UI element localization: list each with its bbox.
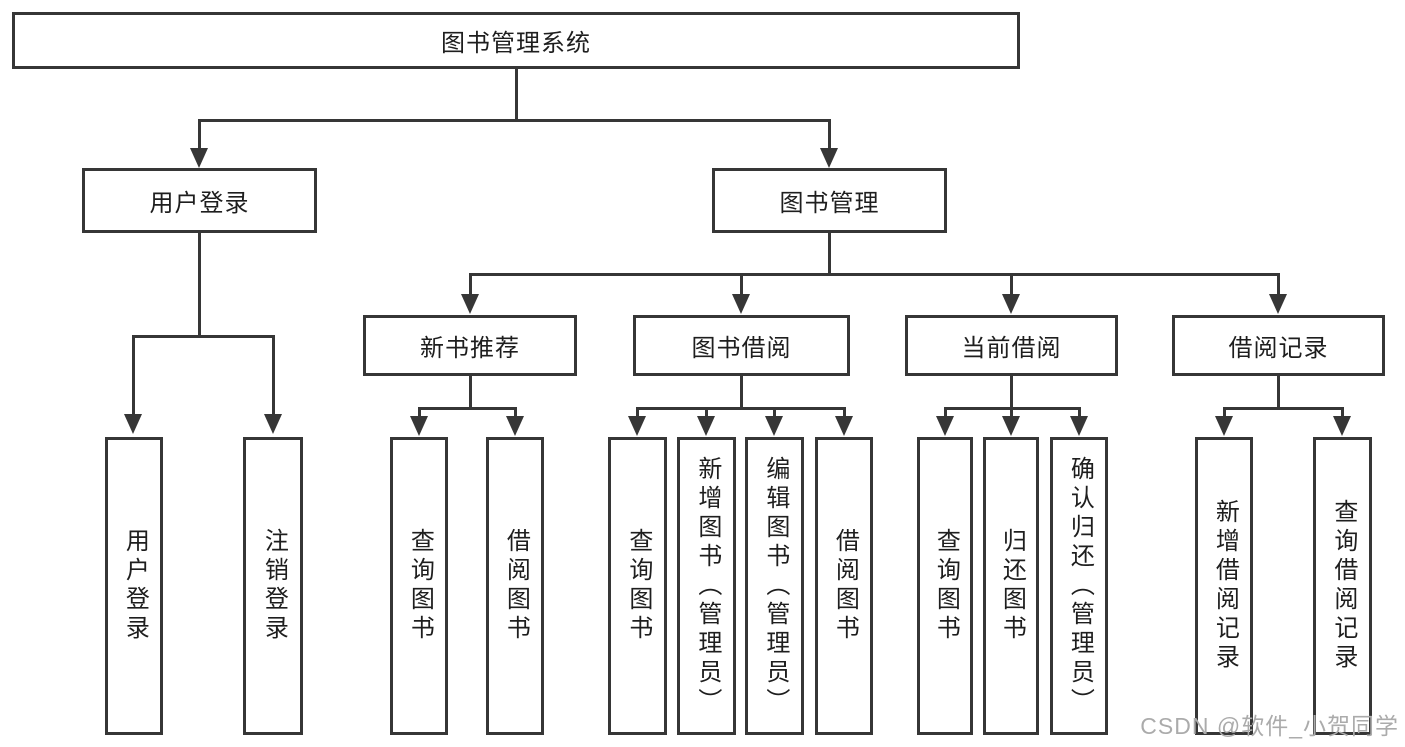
arrowhead-leaf-login	[124, 414, 142, 434]
arrowhead-query-books-3	[936, 416, 954, 436]
arrowhead-borrow-records	[1269, 294, 1287, 314]
connector-drop-borrow-books-1	[514, 407, 517, 417]
node-current-borrow-label: 当前借阅	[961, 335, 1062, 362]
connector-drop-return-books	[1010, 407, 1013, 417]
connector-book-borrow-bus	[636, 407, 846, 410]
leaf-query-books-recommend: 查询图书	[390, 437, 448, 735]
leaf-query-books-current: 查询图书	[917, 437, 973, 735]
connector-drop-add-record	[1223, 407, 1226, 417]
connector-root-stem	[515, 68, 518, 121]
arrowhead-book-borrow	[732, 294, 750, 314]
arrowhead-query-books-1	[410, 416, 428, 436]
connector-drop-borrow-books-2	[843, 407, 846, 417]
arrowhead-borrow-books-1	[506, 416, 524, 436]
arrowhead-query-record	[1333, 416, 1351, 436]
node-root: 图书管理系统	[12, 12, 1020, 69]
leaf-edit-book-admin: 编辑图书（管理员）	[745, 437, 804, 735]
node-user-login-label: 用户登录	[149, 190, 250, 217]
arrowhead-query-books-2	[628, 416, 646, 436]
arrowhead-return-books	[1002, 416, 1020, 436]
node-book-management: 图书管理	[712, 168, 947, 233]
connector-new-book-stem	[469, 375, 472, 409]
connector-drop-book-mgmt	[828, 119, 831, 149]
connector-user-login-bus	[132, 335, 275, 338]
node-book-borrow-label: 图书借阅	[691, 335, 792, 362]
leaf-confirm-return-admin: 确认归还（管理员）	[1050, 437, 1108, 735]
arrowhead-edit-book	[765, 416, 783, 436]
leaf-edit-book-admin-label: 编辑图书（管理员）	[761, 455, 789, 717]
leaf-return-books: 归还图书	[983, 437, 1039, 735]
connector-drop-leaf-logout	[272, 335, 275, 415]
leaf-add-book-admin: 新增图书（管理员）	[677, 437, 736, 735]
connector-drop-query-books-1	[418, 407, 421, 417]
leaf-query-books-borrow-label: 查询图书	[624, 528, 652, 644]
leaf-add-borrow-record: 新增借阅记录	[1195, 437, 1253, 735]
connector-borrow-records-stem	[1277, 375, 1280, 409]
leaf-query-books-current-label: 查询图书	[932, 528, 960, 644]
connector-book-mgmt-stem	[828, 233, 831, 275]
connector-drop-user-login	[198, 119, 201, 149]
arrowhead-add-record	[1215, 416, 1233, 436]
node-root-label: 图书管理系统	[441, 30, 591, 57]
leaf-query-borrow-record-label: 查询借阅记录	[1329, 499, 1357, 673]
leaf-borrow-books-label: 借阅图书	[831, 528, 859, 644]
connector-drop-borrow-records	[1277, 273, 1280, 295]
node-user-login: 用户登录	[82, 168, 317, 233]
connector-drop-current-borrow	[1010, 273, 1013, 295]
connector-user-login-stem	[198, 233, 201, 337]
arrowhead-confirm-return	[1070, 416, 1088, 436]
connector-drop-confirm-return	[1078, 407, 1081, 417]
connector-current-borrow-stem	[1010, 375, 1013, 409]
connector-drop-query-books-2	[636, 407, 639, 417]
connector-level3-bus	[469, 273, 1280, 276]
leaf-borrow-books-recommend: 借阅图书	[486, 437, 544, 735]
connector-drop-book-borrow	[740, 273, 743, 295]
arrowhead-book-mgmt	[820, 148, 838, 168]
node-borrow-records: 借阅记录	[1172, 315, 1385, 376]
leaf-logout-label: 注销登录	[260, 528, 288, 644]
connector-new-book-bus	[418, 407, 517, 410]
connector-drop-query-record	[1341, 407, 1344, 417]
leaf-borrow-books: 借阅图书	[815, 437, 873, 735]
node-borrow-records-label: 借阅记录	[1228, 335, 1329, 362]
leaf-query-books-recommend-label: 查询图书	[406, 528, 434, 644]
leaf-confirm-return-admin-label: 确认归还（管理员）	[1066, 455, 1094, 717]
connector-drop-leaf-login	[132, 335, 135, 415]
connector-drop-new-book	[469, 273, 472, 295]
connector-level2-bus	[198, 119, 831, 122]
leaf-logout: 注销登录	[243, 437, 303, 735]
arrowhead-user-login	[190, 148, 208, 168]
leaf-query-books-borrow: 查询图书	[608, 437, 667, 735]
arrowhead-current-borrow	[1002, 294, 1020, 314]
node-new-book-recommend: 新书推荐	[363, 315, 577, 376]
connector-drop-add-book	[705, 407, 708, 417]
leaf-add-book-admin-label: 新增图书（管理员）	[693, 455, 721, 717]
csdn-watermark: CSDN @软件_小贺同学	[1140, 713, 1399, 739]
arrowhead-borrow-books-2	[835, 416, 853, 436]
node-book-management-label: 图书管理	[779, 190, 880, 217]
leaf-return-books-label: 归还图书	[998, 528, 1026, 644]
arrowhead-add-book	[697, 416, 715, 436]
connector-book-borrow-stem	[740, 375, 743, 409]
leaf-borrow-books-recommend-label: 借阅图书	[502, 528, 530, 644]
arrowhead-leaf-logout	[264, 414, 282, 434]
connector-borrow-records-bus	[1223, 407, 1344, 410]
node-book-borrow: 图书借阅	[633, 315, 850, 376]
arrowhead-new-book	[461, 294, 479, 314]
leaf-add-borrow-record-label: 新增借阅记录	[1211, 499, 1239, 673]
connector-drop-query-books-3	[944, 407, 947, 417]
connector-drop-edit-book	[773, 407, 776, 417]
node-new-book-recommend-label: 新书推荐	[420, 335, 520, 362]
leaf-user-login-label: 用户登录	[121, 528, 149, 644]
node-current-borrow: 当前借阅	[905, 315, 1118, 376]
leaf-query-borrow-record: 查询借阅记录	[1313, 437, 1372, 735]
leaf-user-login: 用户登录	[105, 437, 163, 735]
